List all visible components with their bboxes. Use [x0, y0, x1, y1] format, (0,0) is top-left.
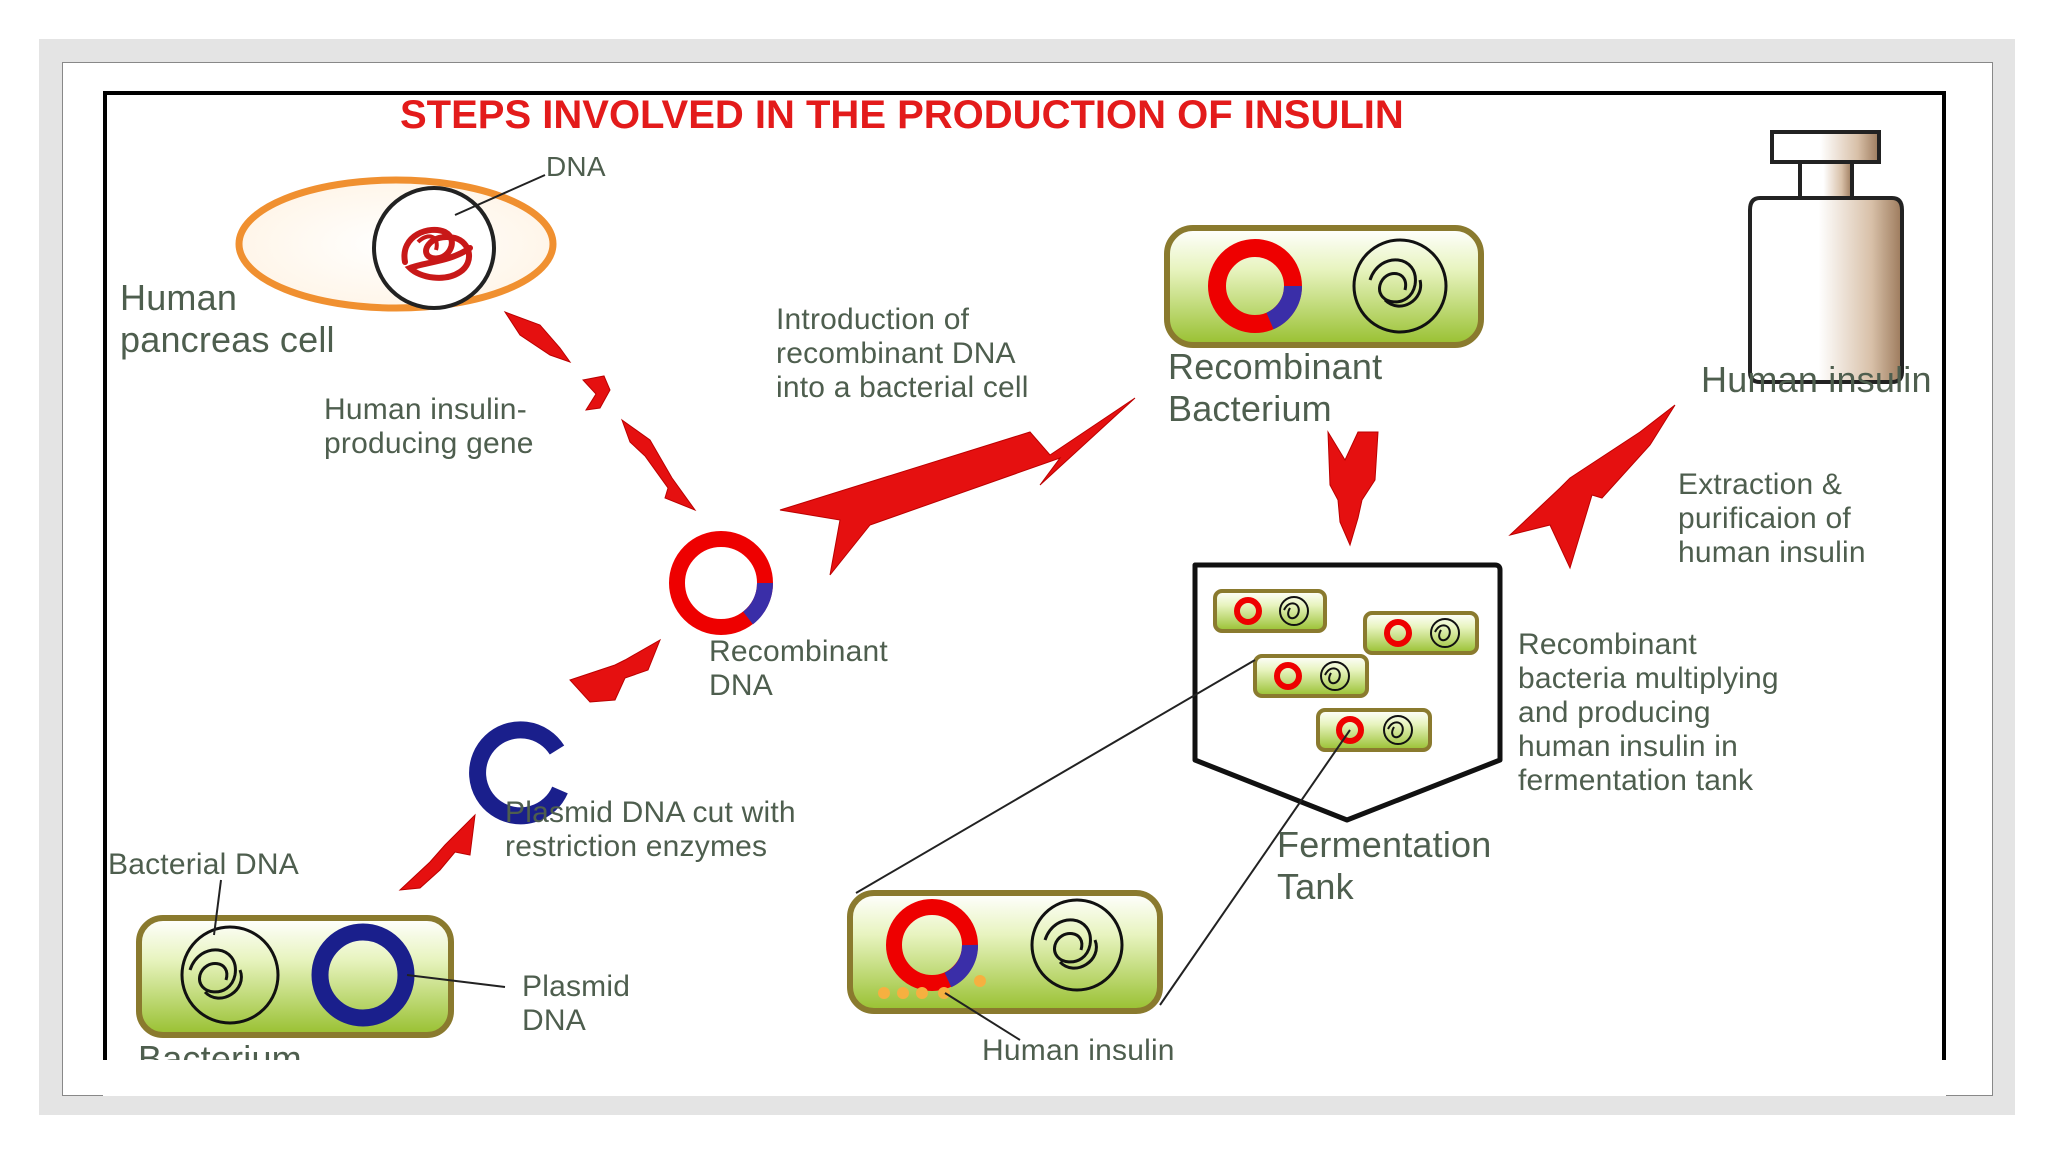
- label-plasmid-cut: Plasmid DNA cut with restriction enzymes: [505, 796, 796, 863]
- label-human-insulin-vial: Human insulin: [1701, 359, 1932, 400]
- label-dna: DNA: [546, 151, 606, 182]
- fermentation-tank: [1192, 562, 1503, 823]
- zoom-line-right: [1159, 729, 1351, 1006]
- arrow-plasmid-to-recombinant: [569, 638, 661, 703]
- pancreas-cell: [235, 174, 557, 312]
- arrow-cell-to-gene: [503, 311, 572, 363]
- label-bacterial-dna: Bacterial DNA: [108, 848, 299, 881]
- zoom-line-left: [855, 659, 1256, 894]
- label-extraction: Extraction & purificaion of human insuli…: [1678, 468, 1866, 569]
- arrow-tank-to-vial: [1508, 404, 1676, 570]
- insulin-vial: [1748, 130, 1904, 384]
- label-recombinant-bacterium: Recombinant Bacterium: [1168, 346, 1383, 429]
- label-fermentation-tank: Fermentation Tank: [1277, 824, 1492, 907]
- arrow-gene-to-recombinant: [620, 418, 697, 512]
- label-human-pancreas-cell: Human pancreas cell: [120, 277, 335, 360]
- gene-fragment: [582, 375, 611, 411]
- label-recombinant-dna: Recombinant DNA: [709, 635, 888, 702]
- cut-plasmid: [469, 721, 568, 825]
- recombinant-dna-ring: [669, 531, 774, 635]
- diagram-title: STEPS INVOLVED IN THE PRODUCTION OF INSU…: [400, 93, 1404, 137]
- arrow-bacterium-to-plasmid: [398, 813, 476, 891]
- label-multiplying: Recombinant bacteria multiplying and pro…: [1518, 628, 1779, 797]
- insulin-producing-bacterium: [847, 890, 1163, 1041]
- arrow-introduction: [779, 397, 1136, 576]
- label-introduction: Introduction of recombinant DNA into a b…: [776, 303, 1029, 404]
- arrow-bacterium-to-tank: [1327, 430, 1379, 547]
- label-human-insulin-gene: Human insulin- producing gene: [324, 393, 534, 460]
- label-plasmid-dna: Plasmid DNA: [522, 970, 631, 1037]
- recombinant-bacterium: [1164, 225, 1484, 348]
- bacterium: [136, 879, 506, 1038]
- slide-bottom-crop: [103, 1060, 1946, 1096]
